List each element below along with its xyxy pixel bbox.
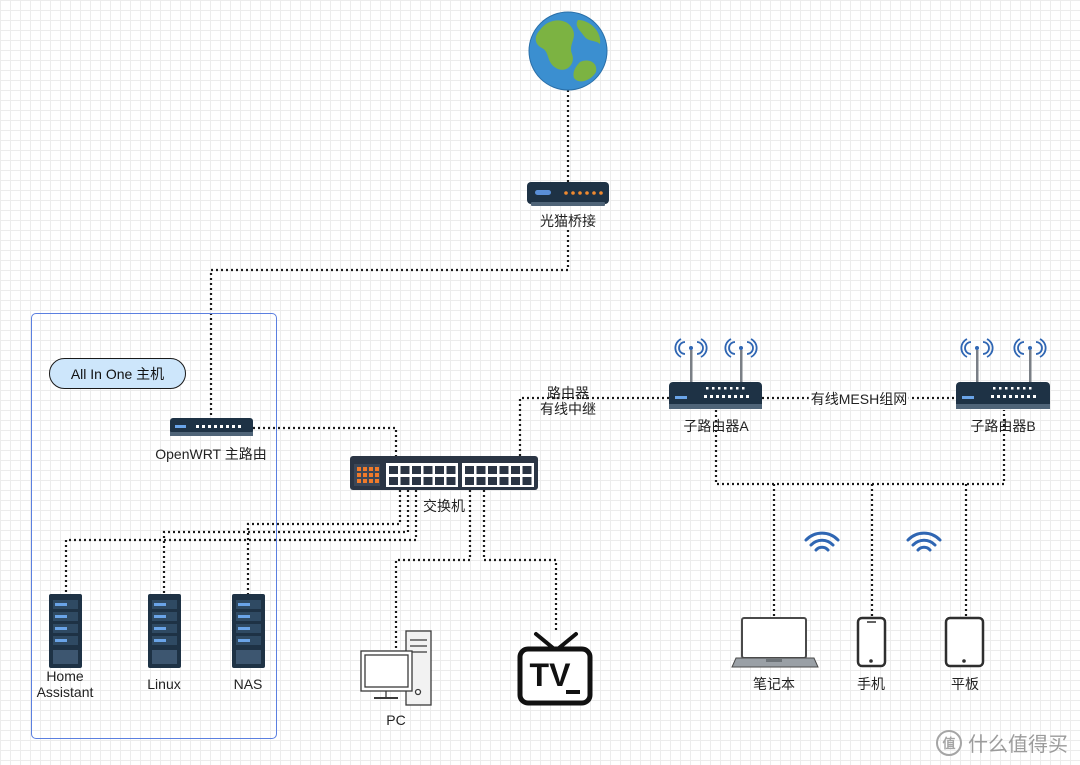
nas-label: NAS	[233, 676, 263, 692]
linux-label: Linux	[147, 676, 181, 692]
switch-ports	[386, 463, 534, 487]
switch-port	[476, 466, 486, 474]
switch-icon	[350, 456, 538, 490]
switch-port	[488, 466, 497, 474]
linux-server-icon	[148, 594, 181, 668]
link-routers-bus	[714, 410, 1006, 486]
switch-port	[511, 477, 520, 485]
switch-port	[435, 466, 444, 474]
tablet-icon	[944, 616, 985, 668]
home-assistant-label-line1: Home	[46, 668, 84, 684]
router-b-icon	[956, 338, 1050, 409]
mesh-link-label: 有线MESH组网	[808, 391, 910, 407]
router-link-label-top: 路由器	[547, 385, 589, 401]
switch-port	[465, 477, 474, 485]
modem-label: 光猫桥接	[540, 213, 596, 229]
tablet-label: 平板	[951, 676, 979, 692]
all-in-one-group	[31, 313, 277, 739]
router-a-label: 子路由器A	[683, 418, 749, 434]
switch-port	[400, 466, 410, 474]
watermark: 值 什么值得买	[936, 728, 1068, 757]
switch-port	[446, 466, 456, 474]
tv-icon: TV	[517, 632, 593, 706]
link-switch-pc	[394, 490, 472, 652]
switch-port	[465, 466, 474, 474]
link-switch-nas	[246, 490, 402, 594]
home-assistant-label-line2: Assistant	[36, 684, 94, 700]
phone-label: 手机	[857, 676, 885, 692]
openwrt-router-icon	[170, 418, 253, 436]
pc-icon	[360, 630, 432, 706]
link-modem-openwrt	[209, 230, 570, 420]
switch-port	[389, 477, 398, 485]
all-in-one-label: All In One 主机	[49, 358, 186, 389]
switch-port	[446, 477, 456, 485]
switch-port	[423, 477, 433, 485]
router-a-icon	[669, 338, 762, 409]
wifi-icon-left	[804, 531, 840, 552]
switch-port	[412, 477, 421, 485]
switch-port	[423, 466, 433, 474]
router-b-label: 子路由器B	[970, 418, 1036, 434]
switch-port	[400, 477, 410, 485]
watermark-text: 什么值得买	[968, 734, 1068, 756]
pc-label: PC	[386, 712, 406, 728]
svg-text:TV: TV	[530, 657, 572, 693]
phone-icon	[856, 616, 887, 668]
switch-port	[522, 477, 532, 485]
laptop-label: 笔记本	[753, 676, 795, 692]
link-switch-linux	[162, 490, 410, 594]
switch-label: 交换机	[423, 498, 465, 514]
link-switch-homeassistant	[64, 490, 418, 594]
switch-port	[435, 477, 444, 485]
home-assistant-server-icon	[49, 594, 82, 668]
globe-icon	[528, 11, 608, 91]
link-switch-tv	[482, 490, 558, 630]
watermark-logo-icon: 值	[936, 729, 962, 756]
switch-port	[389, 466, 398, 474]
switch-port	[499, 466, 509, 474]
switch-port	[522, 466, 532, 474]
switch-port	[476, 477, 486, 485]
openwrt-label: OpenWRT 主路由	[155, 446, 267, 462]
switch-port	[499, 477, 509, 485]
switch-port	[511, 466, 520, 474]
switch-port	[412, 466, 421, 474]
modem-icon	[527, 182, 609, 206]
switch-port	[488, 477, 497, 485]
nas-server-icon	[232, 594, 265, 668]
router-link-label-bottom: 有线中继	[540, 401, 596, 417]
link-openwrt-switch	[253, 426, 398, 456]
laptop-icon	[731, 617, 819, 668]
wifi-icon-right	[906, 531, 942, 552]
